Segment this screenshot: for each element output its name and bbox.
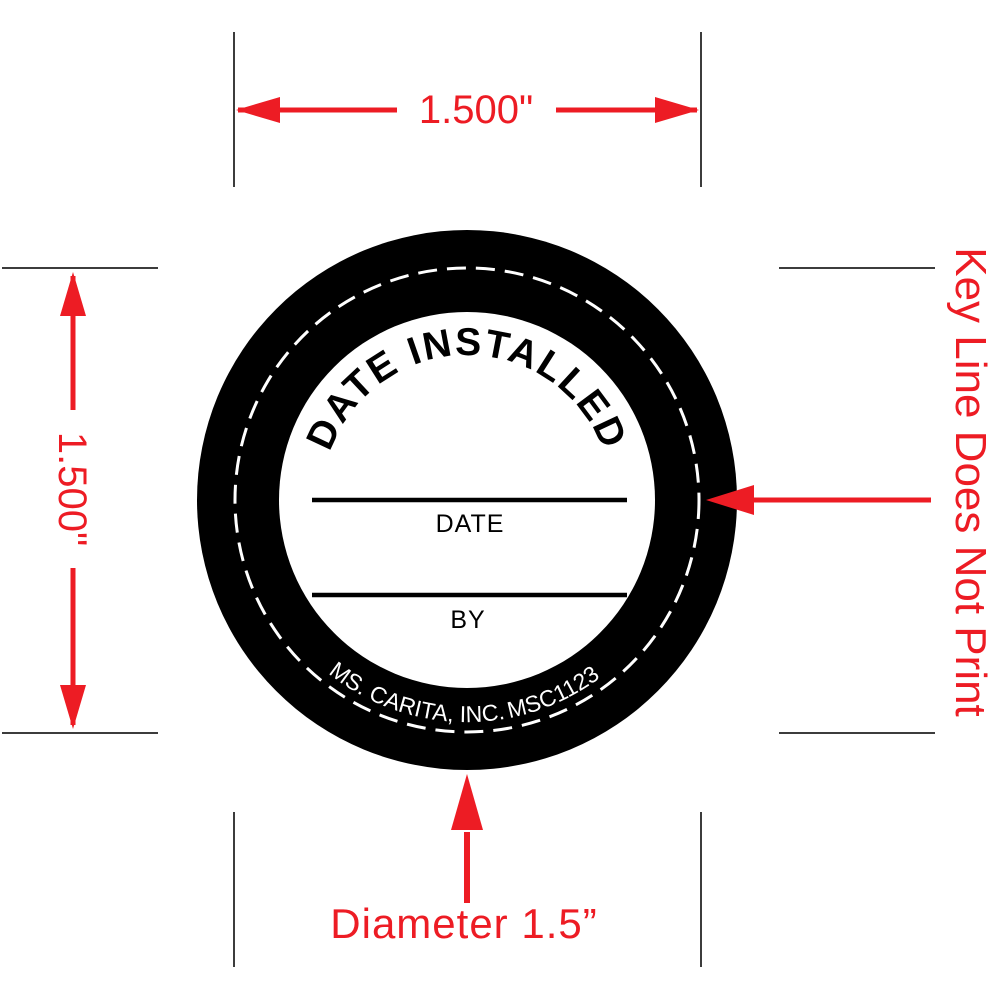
height-dimension-value: 1.500" [50, 432, 94, 546]
keyline-note-text: Key Line Does Not Print [946, 247, 995, 717]
height-arrowhead-bottom-icon [60, 685, 86, 729]
height-dimension: 1.500" [50, 272, 94, 729]
diameter-note-text: Diameter 1.5” [330, 900, 597, 947]
diameter-callout: Diameter 1.5” [330, 774, 597, 947]
width-arrowhead-left-icon [236, 97, 280, 123]
keyline-arrowhead-icon [706, 485, 754, 515]
width-dimension-value: 1.500" [419, 88, 533, 132]
date-field-label: DATE [436, 510, 505, 538]
width-arrowhead-right-icon [655, 97, 699, 123]
keyline-callout: Key Line Does Not Print [706, 247, 995, 717]
width-dimension: 1.500" [236, 88, 699, 132]
height-arrowhead-top-icon [60, 272, 86, 316]
keyline-dashed-circle [233, 266, 701, 734]
diameter-arrowhead-icon [451, 774, 483, 830]
by-field-label: BY [450, 606, 485, 634]
